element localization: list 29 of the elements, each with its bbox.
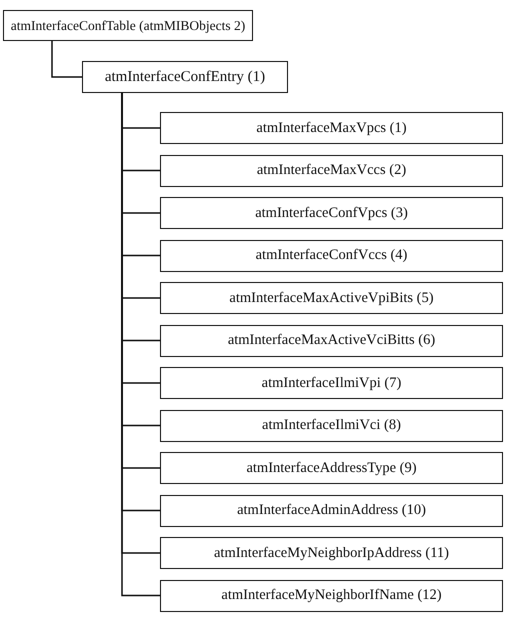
node-box [160, 494, 503, 526]
node-label: atmInterfaceConfVccs (4) [256, 247, 408, 264]
node-box [160, 154, 503, 186]
node-box [160, 452, 503, 484]
node-label: atmInterfaceMaxActiveVpiBits (5) [229, 290, 434, 306]
node-box [160, 282, 503, 314]
node-label: atmInterfaceMaxVpcs (1) [256, 120, 407, 136]
node-box [160, 112, 503, 144]
node-label: atmInterfaceMaxActiveVciBitts (6) [228, 332, 436, 349]
node-label: atmInterfaceMyNeighborIpAddress (11) [214, 544, 449, 562]
node-box [82, 61, 288, 93]
node-label: atmInterfaceIlmiVpi (7) [262, 374, 402, 392]
node-label: atmInterfaceConfTable (atmMIBObjects 2) [10, 18, 246, 34]
node-box [160, 367, 503, 399]
node-label: atmInterfaceMaxVccs (2) [256, 162, 406, 179]
connector-line [51, 41, 82, 78]
node-box [160, 580, 503, 612]
node-box [160, 240, 503, 272]
node-label: atmInterfaceMyNeighborIfName (12) [221, 587, 442, 604]
node-label: atmInterfaceConfVpcs (3) [255, 204, 408, 222]
node-box [160, 324, 503, 356]
node-label: atmInterfaceAdminAddress (10) [237, 502, 426, 519]
node-box [160, 537, 503, 569]
node-box [3, 10, 253, 41]
node-label: atmInterfaceIlmiVci (8) [262, 417, 401, 434]
node-label: atmInterfaceAddressType (9) [246, 460, 417, 476]
node-box [160, 410, 503, 442]
node-label: atmInterfaceConfEntry (1) [104, 68, 266, 86]
node-box [160, 197, 503, 229]
